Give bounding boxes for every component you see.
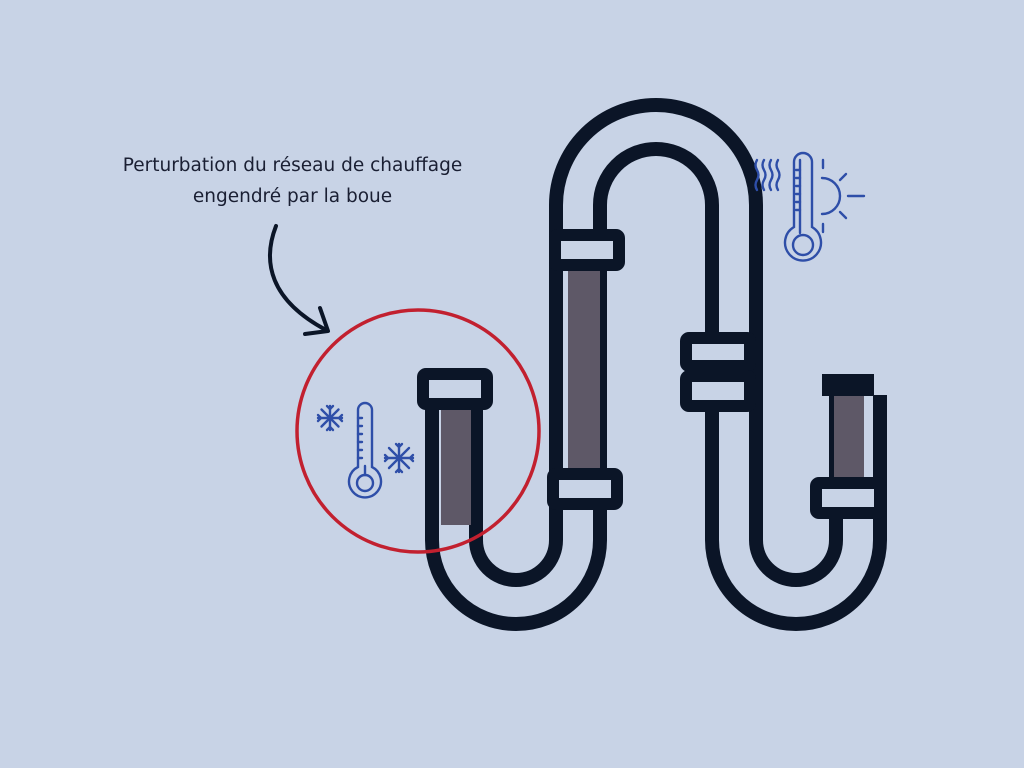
pipe-connector — [810, 477, 886, 519]
highlight-circle — [295, 308, 541, 554]
caption: Perturbation du réseau de chauffage enge… — [70, 150, 515, 212]
hot-icon-group — [754, 151, 866, 262]
pipe-connector — [680, 370, 756, 412]
sludge-segment — [441, 410, 471, 525]
pipe-connector — [547, 468, 623, 510]
sun-icon — [820, 158, 866, 234]
sludge-segment — [568, 265, 600, 475]
thermometer-hot-icon — [783, 151, 823, 262]
snowflake-icon — [316, 404, 344, 432]
pipe-connector — [549, 229, 625, 271]
sludge-segment — [834, 388, 864, 483]
cold-icon-group — [316, 401, 415, 499]
caption-line-1: Perturbation du réseau de chauffage — [122, 155, 463, 176]
curved-arrow-icon — [268, 224, 330, 336]
pipe-cap — [822, 374, 874, 396]
caption-line-2: engendré par la boue — [192, 186, 393, 207]
pipe-connector — [417, 368, 493, 410]
thermometer-cold-icon — [347, 401, 383, 499]
heat-waves-icon — [754, 158, 781, 192]
pipe-connector — [680, 332, 756, 372]
pipe-system — [417, 98, 887, 631]
snowflake-icon — [383, 442, 415, 474]
